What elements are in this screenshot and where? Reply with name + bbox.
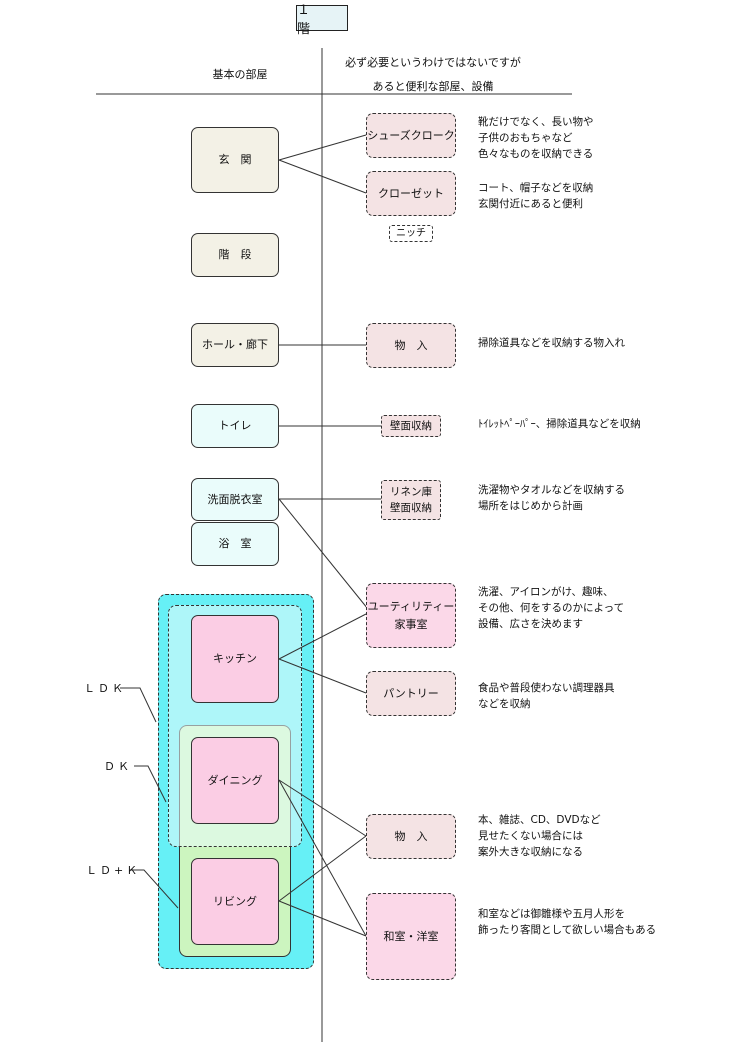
line-genkan-closet xyxy=(278,159,367,194)
note-closet-line2: 玄関付近にあると便利 xyxy=(478,197,583,210)
note-shoes-line1: 靴だけでなく、長い物や xyxy=(478,116,594,128)
option-linen-line2: 壁面収納 xyxy=(390,502,432,514)
note-toilet: ﾄｲﾚｯﾄﾍﾟｰﾊﾟｰ、掃除道具などを収納 xyxy=(478,417,641,433)
room-living: リビング xyxy=(191,858,279,945)
room-kaidan: 階 段 xyxy=(191,233,279,277)
option-mono-dining: 物 入 xyxy=(366,814,456,859)
line-dining-washitsu xyxy=(278,779,367,937)
option-washitsu: 和室・洋室 xyxy=(366,893,456,980)
line-living-mono xyxy=(278,835,367,902)
note-linen-line1: 洗濯物やタオルなどを収納する xyxy=(478,484,625,496)
note-mono-dining: 本、雑誌、CD、DVDなど 見せたくない場合には 案外大きな収納になる xyxy=(478,813,601,860)
option-shoes-cloak: シューズクローク xyxy=(366,113,456,158)
option-linen: リネン庫 壁面収納 xyxy=(381,480,441,520)
note-utility: 洗濯、アイロンがけ、趣味、 その他、何をするのかによって 設備、広さを決めます xyxy=(478,585,624,632)
note-closet: コート、帽子などを収納 玄関付近にあると便利 xyxy=(478,181,593,213)
leader-ld-k xyxy=(130,869,179,909)
note-shoes-line2: 子供のおもちゃなど xyxy=(478,131,573,144)
option-utility-line2: 家事室 xyxy=(394,617,428,631)
note-mono-line2: 見せたくない場合には xyxy=(478,829,583,842)
option-closet: クローゼット xyxy=(366,171,456,216)
room-toilet: トイレ xyxy=(191,404,279,448)
room-senmen: 洗面脱衣室 xyxy=(191,478,279,521)
room-hall: ホール・廊下 xyxy=(191,323,279,367)
note-washitsu-line2: 飾ったり客間として欲しい場合もある xyxy=(478,923,657,936)
room-kitchen: キッチン xyxy=(191,615,279,703)
option-linen-line1: リネン庫 xyxy=(390,485,432,498)
line-genkan-shoes xyxy=(278,134,367,161)
option-mono-hall: 物 入 xyxy=(366,323,456,368)
note-hall-line1: 掃除道具などを収納する物入れ xyxy=(478,337,625,349)
note-mono-line3: 案外大きな収納になる xyxy=(478,845,583,858)
room-genkan: 玄 関 xyxy=(191,127,279,193)
line-living-washitsu xyxy=(278,900,367,937)
note-washitsu: 和室などは御雛様や五月人形を 飾ったり客間として欲しい場合もある xyxy=(478,907,656,939)
room-dining: ダイニング xyxy=(191,737,279,824)
room-yokushitsu: 浴 室 xyxy=(191,522,279,566)
label-dk: ＤＫ xyxy=(104,760,132,773)
label-ld-k: ＬＤ+Ｋ xyxy=(86,864,141,877)
header-optional-line2: あると便利な部屋、設備 xyxy=(372,80,494,93)
line-kitchen-pantry xyxy=(278,658,367,694)
note-mono-line1: 本、雑誌、CD、DVDなど xyxy=(478,814,601,826)
leader-dk xyxy=(134,765,167,803)
note-shoes-cloak: 靴だけでなく、長い物や 子供のおもちゃなど 色々なものを収納できる xyxy=(478,115,594,162)
line-kitchen-utility xyxy=(278,613,367,660)
label-ldk: ＬＤＫ xyxy=(84,682,126,695)
note-utility-line1: 洗濯、アイロンがけ、趣味、 xyxy=(478,586,614,598)
option-wall-toilet: 壁面収納 xyxy=(381,415,441,437)
header-basic-rooms: 基本の部屋 xyxy=(212,68,268,81)
note-utility-line2: その他、何をするのかによって xyxy=(478,601,625,614)
note-shoes-line3: 色々なものを収納できる xyxy=(478,147,594,160)
note-pantry-line2: などを収納 xyxy=(478,697,531,710)
option-pantry: パントリー xyxy=(366,671,456,716)
note-pantry-line1: 食品や普段使わない調理器具 xyxy=(478,682,615,694)
leader-ldk xyxy=(120,687,157,723)
note-toilet-line1: ﾄｲﾚｯﾄﾍﾟｰﾊﾟｰ、掃除道具などを収納 xyxy=(478,418,641,430)
note-pantry: 食品や普段使わない調理器具 などを収納 xyxy=(478,681,615,713)
note-hall: 掃除道具などを収納する物入れ xyxy=(478,336,625,352)
note-linen: 洗濯物やタオルなどを収納する 場所をはじめから計画 xyxy=(478,483,625,515)
note-linen-line2: 場所をはじめから計画 xyxy=(478,499,583,512)
option-niche: ニッチ xyxy=(389,225,433,242)
note-washitsu-line1: 和室などは御雛様や五月人形を xyxy=(478,908,625,920)
note-utility-line3: 設備、広さを決めます xyxy=(478,617,583,630)
header-optional-line1: 必ず必要というわけではないですが xyxy=(345,56,521,69)
note-closet-line1: コート、帽子などを収納 xyxy=(478,182,594,194)
option-utility: ユーティリティー 家事室 xyxy=(366,583,456,648)
option-utility-line1: ユーティリティー xyxy=(367,600,455,614)
line-senmen-utility xyxy=(278,498,373,615)
page-title: １ 階 xyxy=(296,3,348,37)
line-dining-mono xyxy=(278,779,367,837)
